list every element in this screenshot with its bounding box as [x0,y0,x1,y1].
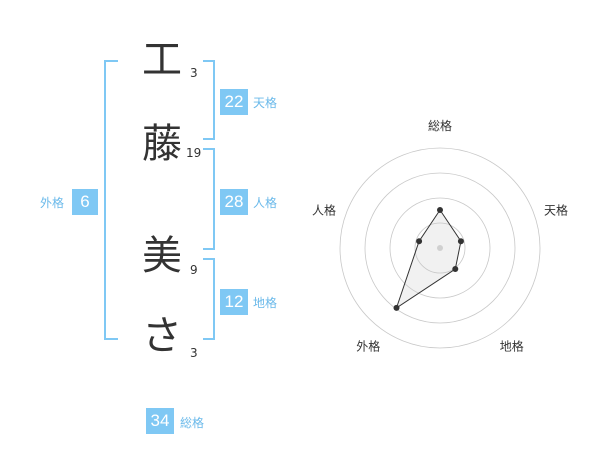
name-char-3: 美 [142,233,182,279]
name-char-2: 藤 [142,121,182,167]
radar-point-5 [416,238,423,245]
stroke-count-3: 9 [190,263,198,277]
soukaku-value: 34 [146,408,174,434]
soukaku-label: 総格 [180,416,205,430]
radar-axis-label-3: 地格 [500,339,524,354]
name-char-4: さ [142,313,182,359]
stroke-count-4: 3 [190,346,198,360]
radar-ring [339,147,541,349]
tenkaku-value: 22 [220,89,248,115]
radar-point-3 [452,266,459,273]
gaikaku-label: 外格 [40,196,65,210]
radar-ring [389,197,491,299]
name-char-1: 工 [142,37,182,83]
chikaku-value: 12 [220,289,248,315]
radar-axis-label-5: 人格 [312,202,336,217]
stroke-count-2: 19 [186,146,202,160]
radar-ring [414,222,466,274]
radar-point-2 [457,238,464,245]
radar-axis-label-2: 天格 [544,202,568,217]
radar-center [437,245,443,251]
jinkaku-label: 人格 [253,196,278,210]
radar-axis-label-4: 外格 [356,339,380,354]
jinkaku-value: 28 [220,189,248,215]
radar-polygon [395,209,462,310]
stroke-count-1: 3 [190,66,198,80]
chikaku-label: 地格 [253,296,278,310]
radar-point-1 [437,207,443,213]
radar-axis-label-1: 総格 [428,118,452,133]
tenkaku-label: 天格 [253,96,278,110]
radar-point-4 [393,304,400,311]
gaikaku-value: 6 [72,189,98,215]
radar-ring [364,172,516,324]
